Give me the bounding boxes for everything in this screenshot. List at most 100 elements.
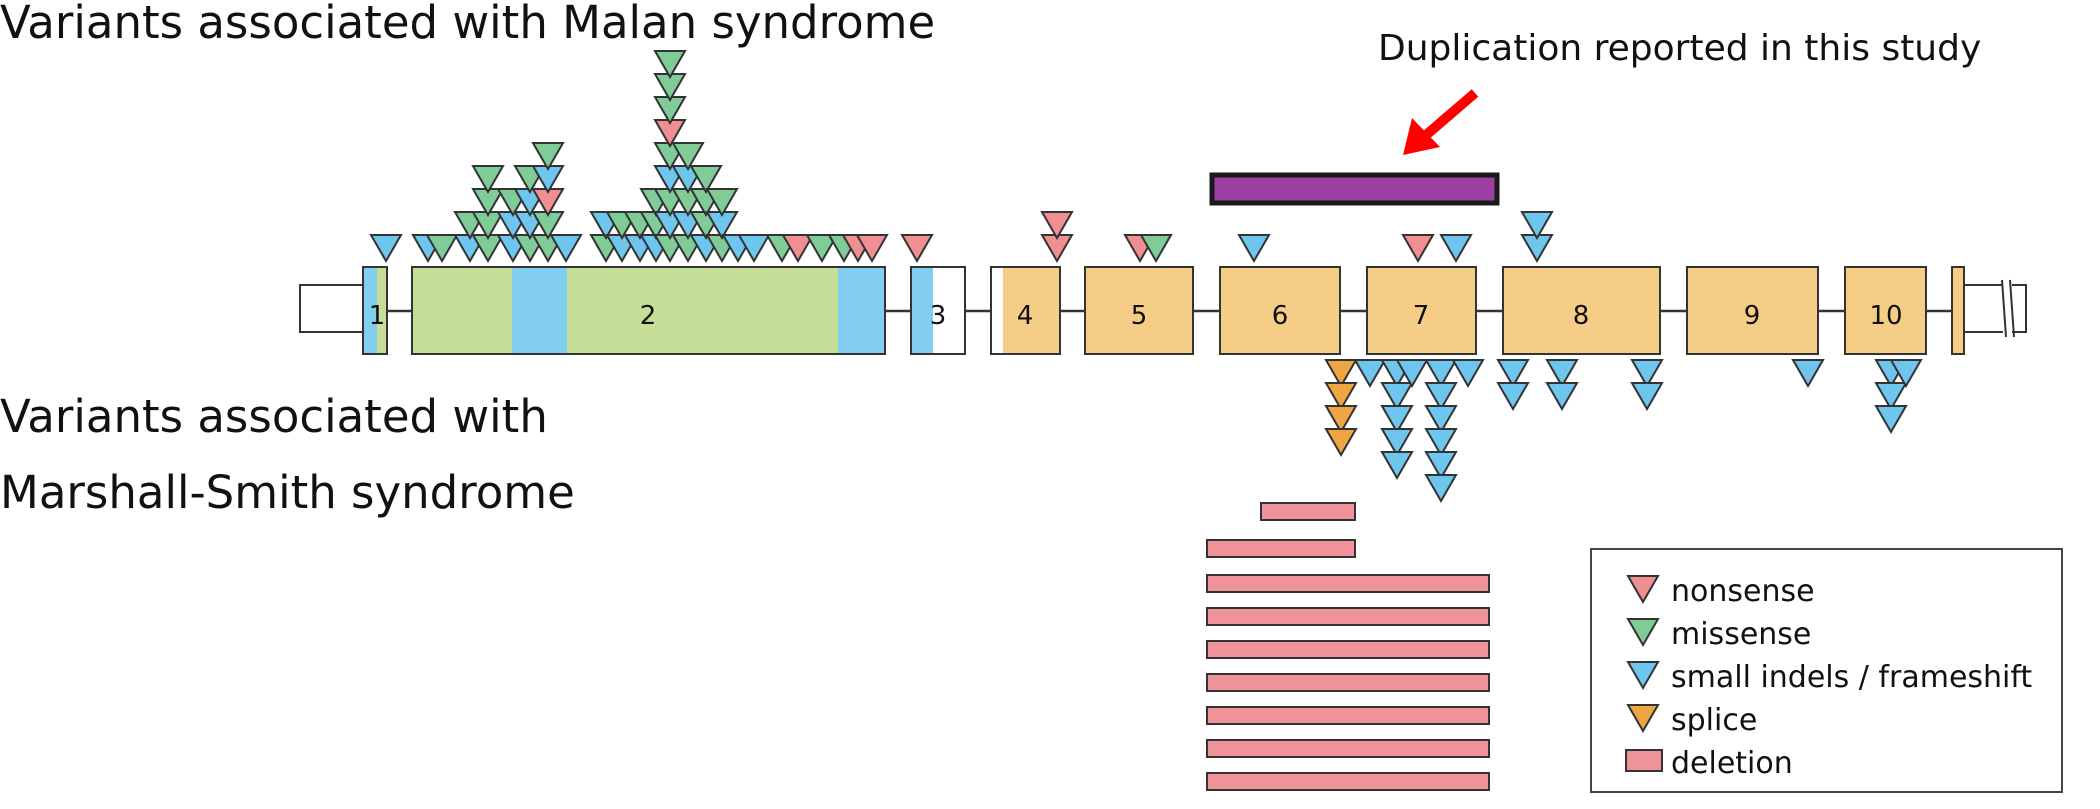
indel-variant — [1353, 359, 1387, 389]
missense-variant — [689, 165, 723, 195]
indel-variant — [549, 234, 583, 264]
deletion-bar — [1260, 502, 1356, 521]
exon-region — [368, 267, 377, 354]
missense-variant — [1626, 618, 1660, 648]
legend-label-indel: small indels / frameshift — [1671, 660, 2032, 695]
indel-variant — [1424, 359, 1458, 389]
legend-swatch-deletion — [1625, 749, 1663, 772]
exon-region — [412, 267, 512, 354]
splice-variant — [1324, 382, 1358, 412]
indel-variant — [1439, 234, 1473, 264]
exon-8: 8 — [1502, 266, 1661, 355]
indel-variant — [1791, 359, 1825, 389]
exon-10: 10 — [1844, 266, 1927, 355]
duplication-label: Duplication reported in this study — [1378, 28, 1982, 69]
splice-variant — [1626, 704, 1660, 734]
exon-label: 8 — [1573, 301, 1590, 331]
nonsense-variant — [900, 234, 934, 264]
exon-label: 4 — [1017, 301, 1034, 331]
missense-variant — [531, 142, 565, 172]
exon-label: 9 — [1744, 301, 1761, 331]
indel-variant — [1380, 382, 1414, 412]
indel-variant — [1380, 405, 1414, 435]
red-arrow-shaft — [1421, 89, 1479, 140]
exon-terminal — [1951, 266, 1965, 355]
exon-outline — [1219, 266, 1341, 355]
deletion-bar — [1206, 539, 1356, 558]
deletion-bars — [1206, 502, 1490, 791]
break-mark — [2009, 279, 2015, 338]
exon-label: 10 — [1869, 301, 1902, 331]
indel-variant — [1630, 382, 1664, 412]
missense-variant — [425, 234, 459, 264]
indel-variant — [1424, 405, 1458, 435]
exon-region — [567, 267, 838, 354]
exon-5: 5 — [1084, 266, 1194, 355]
exon-1: 1 — [362, 266, 388, 355]
indel-variant — [1451, 359, 1485, 389]
malan-variants — [369, 50, 1554, 264]
marshall-smith-heading-line1: Variants associated with — [0, 390, 548, 443]
nonsense-variant — [781, 234, 815, 264]
indel-variant — [1889, 359, 1923, 389]
legend-box — [1590, 548, 2063, 793]
deletion-bar — [1206, 673, 1490, 692]
exon-outline — [990, 266, 1061, 355]
utr-3prime — [1963, 284, 2027, 333]
exon-outline — [1686, 266, 1819, 355]
missense-variant — [1139, 234, 1173, 264]
deletion-bar — [1206, 739, 1490, 758]
indel-variant — [1424, 451, 1458, 481]
marshall-smith-heading-line2: Marshall-Smith syndrome — [0, 466, 575, 519]
utr-5prime — [299, 284, 364, 333]
indel-variant — [1380, 428, 1414, 458]
deletion-bar — [1206, 772, 1490, 791]
nonsense-variant — [855, 234, 889, 264]
indel-variant — [1874, 405, 1908, 435]
exon-2: 2 — [411, 266, 886, 355]
exon-region — [911, 267, 933, 354]
nonsense-variant — [1626, 575, 1660, 605]
indel-variant — [1395, 359, 1429, 389]
exon-region — [363, 267, 368, 354]
exon-9: 9 — [1686, 266, 1819, 355]
exon-outline — [910, 266, 966, 355]
splice-variant — [1324, 405, 1358, 435]
splice-variant — [1324, 428, 1358, 458]
indel-variant — [1626, 661, 1660, 691]
deletion-bar — [1206, 706, 1490, 725]
legend-label-splice: splice — [1671, 703, 1757, 738]
exon-label: 3 — [930, 301, 947, 331]
marshall-smith-variants — [1324, 359, 1923, 504]
exon-region — [1687, 267, 1818, 354]
exon-region — [838, 267, 885, 354]
duplication-annotation — [1209, 89, 1500, 206]
exon-region — [512, 267, 567, 354]
exon-label: 5 — [1131, 301, 1148, 331]
exon-region — [377, 267, 387, 354]
exon-outline — [362, 266, 388, 355]
missense-variant — [805, 234, 839, 264]
break-gap — [2003, 282, 2012, 335]
exon-outline — [1502, 266, 1661, 355]
indel-variant — [1424, 428, 1458, 458]
exon-label: 1 — [369, 301, 386, 331]
duplication-bar — [1209, 172, 1500, 206]
indel-variant — [1496, 359, 1530, 389]
nonsense-variant — [1040, 211, 1074, 241]
indel-variant — [1424, 474, 1458, 504]
exon-label: 7 — [1413, 301, 1430, 331]
exon-label: 6 — [1272, 301, 1289, 331]
missense-variant — [653, 50, 687, 80]
deletion-bar — [1206, 640, 1490, 659]
exon-outline — [1844, 266, 1927, 355]
indel-variant — [1237, 234, 1271, 264]
indel-variant — [1874, 382, 1908, 412]
exon-region — [1845, 267, 1926, 354]
exon-region — [1085, 267, 1193, 354]
deletion-bar — [1206, 607, 1490, 626]
missense-variant — [471, 165, 505, 195]
